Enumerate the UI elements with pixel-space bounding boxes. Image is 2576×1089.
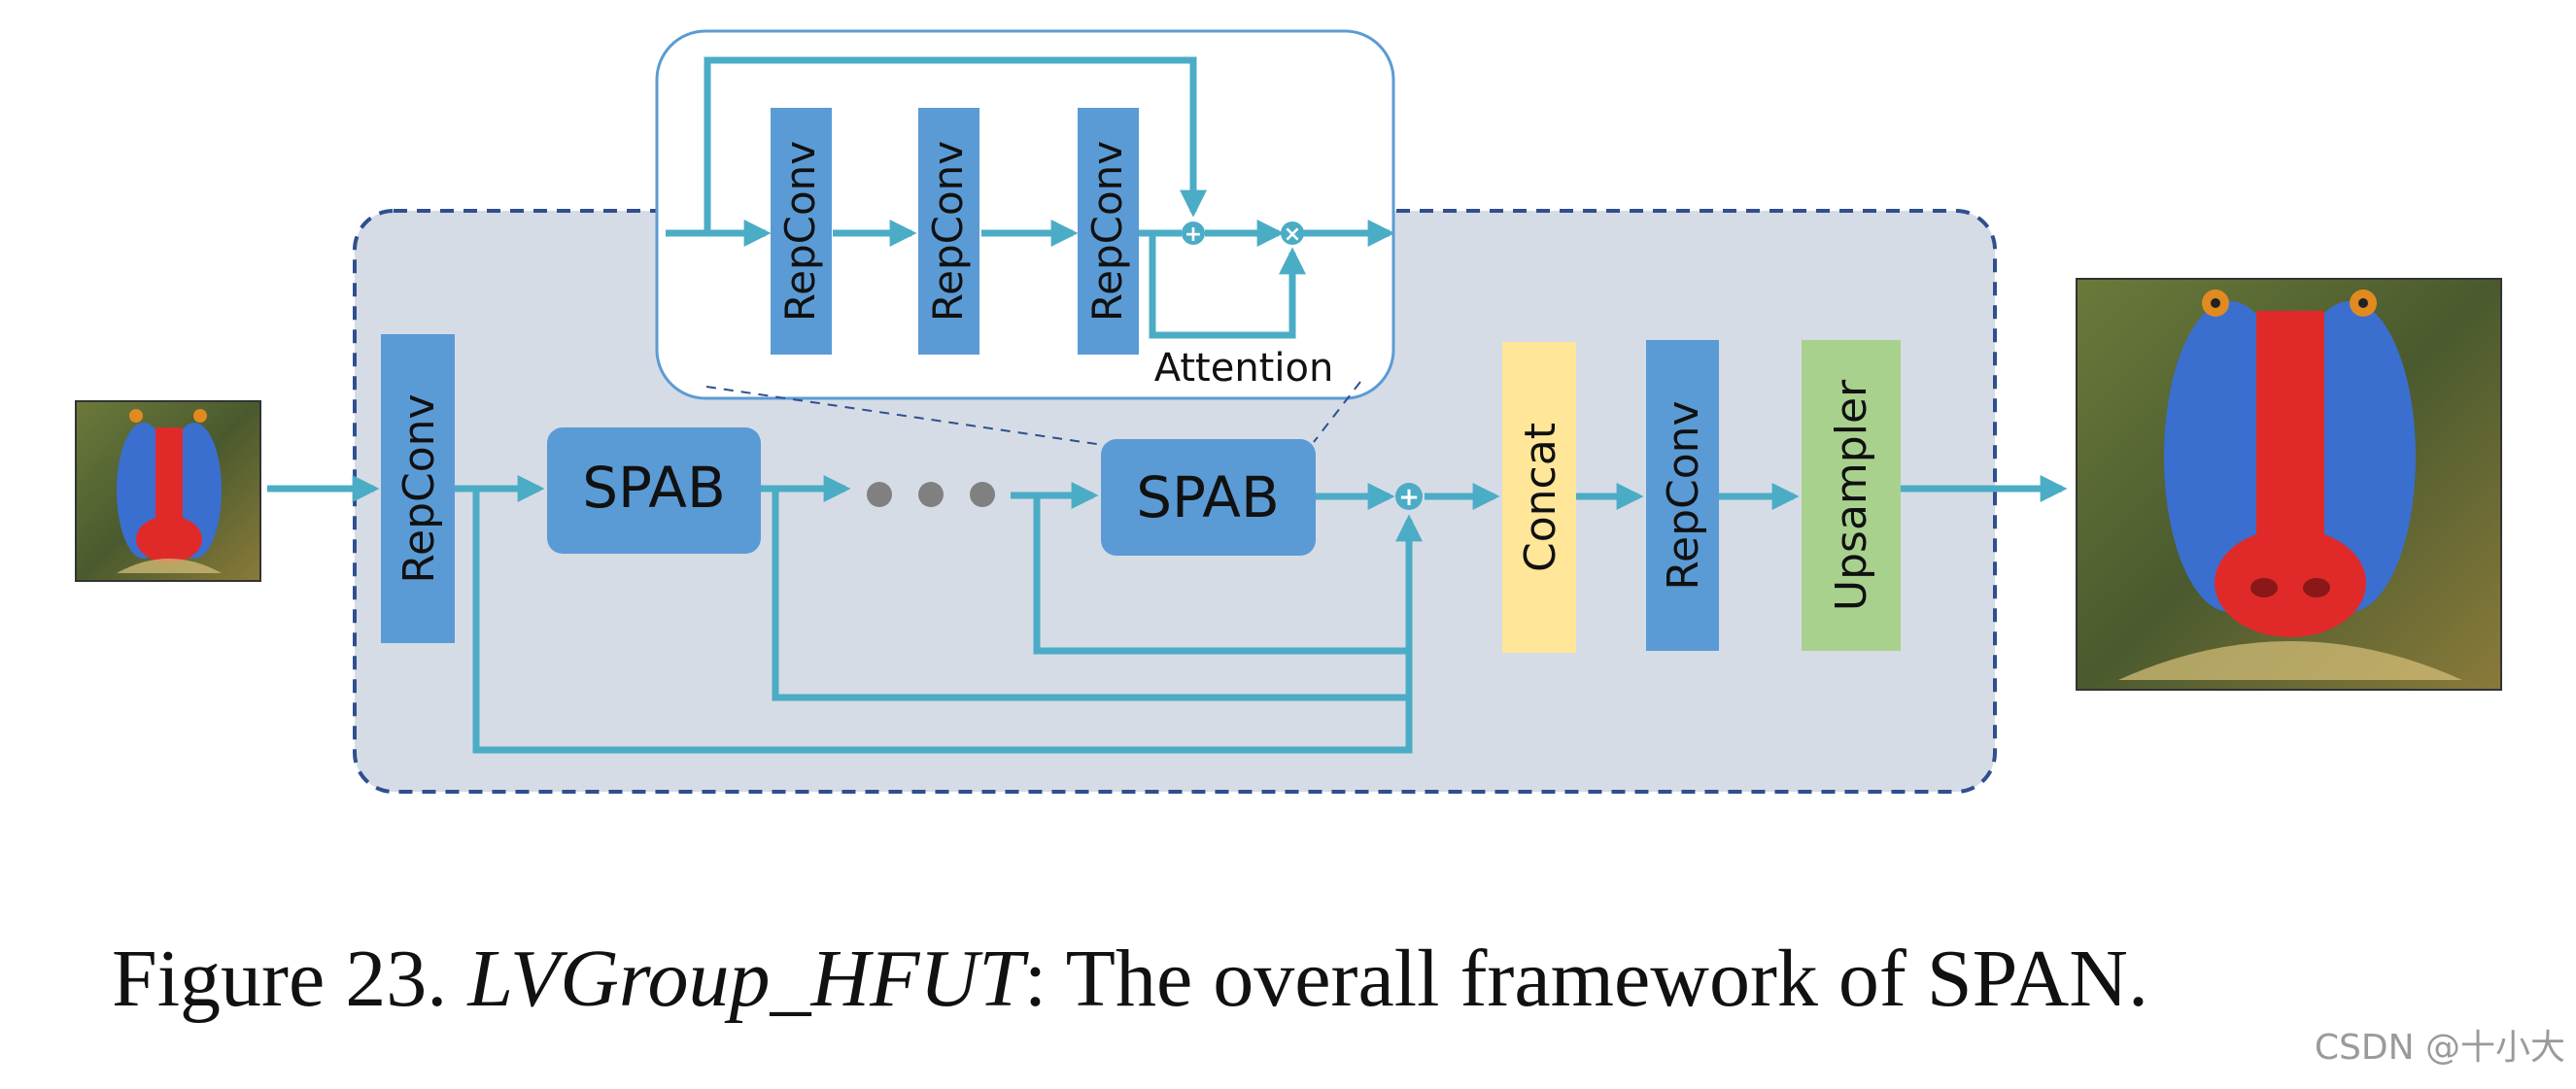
upsampler-label: Upsampler	[1827, 379, 1876, 611]
skip-from-spab-n-input	[1033, 495, 1409, 655]
caption-rest: : The overall framework of SPAN.	[1024, 934, 2148, 1024]
upsampler-block: Upsampler	[1802, 340, 1901, 651]
inset-repconv-1: RepConv	[771, 108, 832, 355]
inset-skip-line	[704, 56, 1207, 233]
figure-caption: Figure 23. LVGroup_HFUT: The overall fra…	[112, 934, 2148, 1024]
inset-connector-right	[1313, 381, 1361, 443]
inset-add-symbol: +	[1185, 222, 1202, 247]
output-image	[2076, 278, 2502, 691]
main-add-symbol: +	[1398, 483, 1420, 512]
inset-repconv-2-label: RepConv	[924, 141, 972, 322]
concat-label: Concat	[1516, 423, 1565, 572]
inset-multiply-op: ×	[1281, 221, 1304, 247]
inset-multiply-symbol: ×	[1284, 222, 1301, 247]
inset-repconv-1-label: RepConv	[776, 141, 824, 322]
attention-label: Attention	[1154, 346, 1334, 391]
caption-team: LVGroup_HFUT	[466, 934, 1029, 1024]
input-repconv-label: RepConv	[395, 393, 444, 583]
input-repconv-block: RepConv	[381, 334, 455, 643]
inset-repconv-3-label: RepConv	[1083, 141, 1131, 322]
spab-block-1: SPAB	[547, 427, 761, 554]
inset-repconv-2: RepConv	[918, 108, 979, 355]
ellipsis-dots	[867, 482, 995, 507]
spab-n-label: SPAB	[1136, 464, 1280, 530]
spab-block-n: SPAB	[1101, 439, 1316, 556]
csdn-watermark: CSDN @十小大	[2315, 1028, 2565, 1068]
inset-connector-left	[705, 386, 1104, 446]
inset-repconv-3: RepConv	[1078, 108, 1139, 355]
caption-prefix: Figure 23.	[112, 934, 467, 1024]
skip-from-spab-1-output	[772, 489, 1409, 701]
skip-from-repconv-output	[472, 489, 1423, 754]
output-repconv-label: RepConv	[1659, 400, 1708, 590]
inset-attention-path	[1149, 233, 1306, 339]
spab-detail-inset	[655, 29, 1395, 400]
input-image	[75, 400, 261, 582]
concat-block: Concat	[1502, 342, 1576, 653]
inset-add-op: +	[1182, 221, 1205, 247]
spab-1-label: SPAB	[582, 455, 726, 521]
main-add-op: +	[1395, 483, 1423, 512]
output-repconv-block: RepConv	[1646, 340, 1719, 651]
